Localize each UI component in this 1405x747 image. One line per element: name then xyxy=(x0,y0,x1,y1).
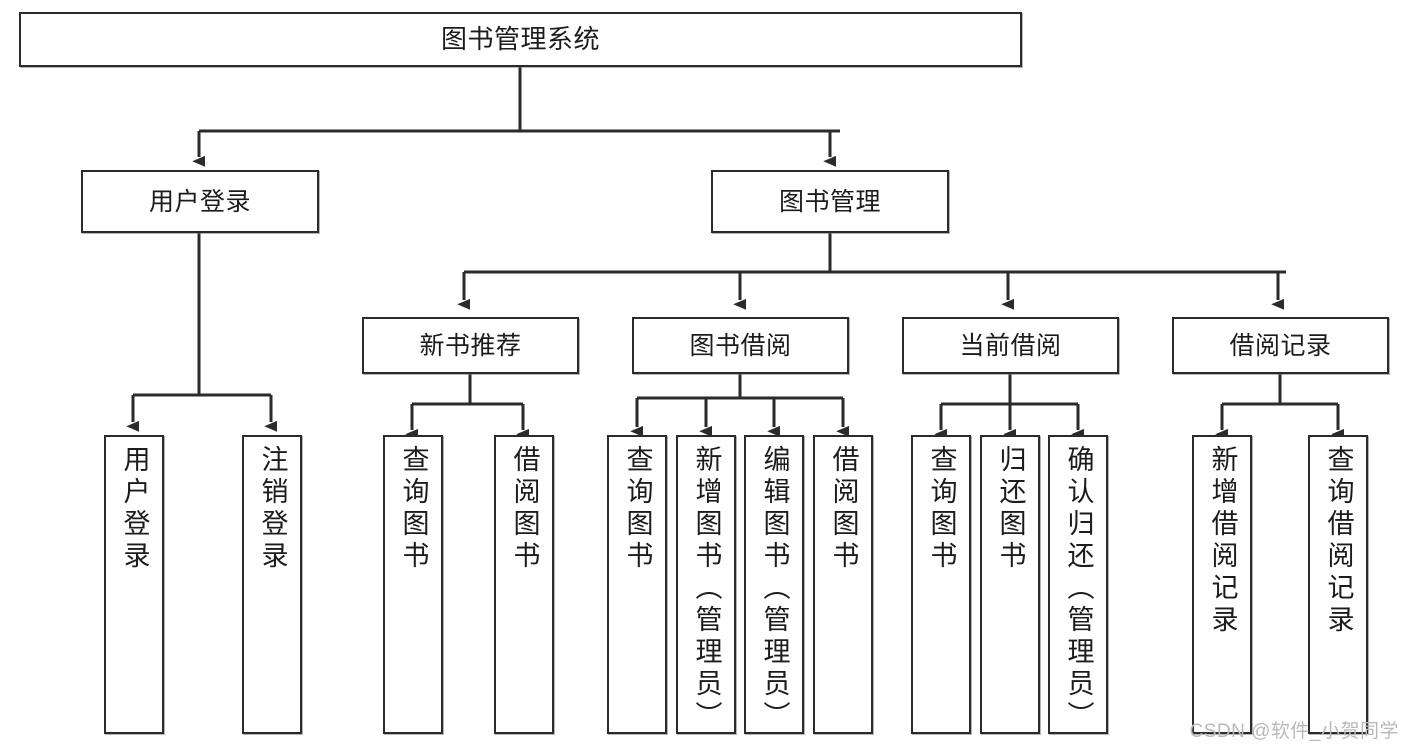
node-leaf-confirm-return-admin[interactable]: 确认归还（管理员） xyxy=(1048,435,1108,734)
node-leaf-borrow-book-1-label: 借阅图书 xyxy=(509,445,540,573)
node-leaf-query-book-3-label: 查询图书 xyxy=(926,445,957,573)
node-current-borrow-label: 当前借阅 xyxy=(959,331,1062,360)
node-leaf-confirm-return-admin-label: 确认归还（管理员） xyxy=(1063,445,1094,733)
node-current-borrow[interactable]: 当前借阅 xyxy=(902,317,1119,374)
node-root[interactable]: 图书管理系统 xyxy=(19,12,1022,67)
node-borrow-record-label: 借阅记录 xyxy=(1229,331,1332,360)
node-leaf-user-login[interactable]: 用户登录 xyxy=(104,435,164,734)
node-leaf-query-book-2[interactable]: 查询图书 xyxy=(607,435,667,734)
node-book-borrow-label: 图书借阅 xyxy=(689,331,792,360)
node-book-manage-label: 图书管理 xyxy=(778,187,881,216)
node-leaf-query-book-2-label: 查询图书 xyxy=(622,445,653,573)
node-leaf-add-book-admin[interactable]: 新增图书（管理员） xyxy=(676,435,736,734)
node-leaf-borrow-book-2[interactable]: 借阅图书 xyxy=(813,435,873,734)
node-leaf-add-borrow-record-label: 新增借阅记录 xyxy=(1207,445,1238,637)
node-leaf-query-book-3[interactable]: 查询图书 xyxy=(911,435,971,734)
node-new-book-recommend[interactable]: 新书推荐 xyxy=(362,317,579,374)
node-leaf-query-borrow-record-label: 查询借阅记录 xyxy=(1323,445,1354,637)
node-leaf-logout-label: 注销登录 xyxy=(257,445,288,573)
node-book-manage[interactable]: 图书管理 xyxy=(711,170,949,233)
node-new-book-recommend-label: 新书推荐 xyxy=(419,331,522,360)
node-user-login-label: 用户登录 xyxy=(148,187,251,216)
node-user-login[interactable]: 用户登录 xyxy=(81,170,319,233)
node-leaf-add-book-admin-label: 新增图书（管理员） xyxy=(691,445,722,733)
node-leaf-borrow-book-2-label: 借阅图书 xyxy=(828,445,859,573)
node-leaf-return-book[interactable]: 归还图书 xyxy=(980,435,1040,734)
node-borrow-record[interactable]: 借阅记录 xyxy=(1172,317,1389,374)
node-leaf-query-book-1-label: 查询图书 xyxy=(398,445,429,573)
node-leaf-query-borrow-record[interactable]: 查询借阅记录 xyxy=(1308,435,1368,734)
node-leaf-borrow-book-1[interactable]: 借阅图书 xyxy=(494,435,554,734)
watermark-text: CSDN @软件_小贺同学 xyxy=(1189,721,1399,742)
node-root-label: 图书管理系统 xyxy=(440,23,600,54)
node-leaf-edit-book-admin[interactable]: 编辑图书（管理员） xyxy=(744,435,804,734)
node-leaf-query-book-1[interactable]: 查询图书 xyxy=(383,435,443,734)
node-leaf-user-login-label: 用户登录 xyxy=(119,445,150,573)
node-leaf-logout[interactable]: 注销登录 xyxy=(242,435,302,734)
node-leaf-add-borrow-record[interactable]: 新增借阅记录 xyxy=(1192,435,1252,734)
node-leaf-return-book-label: 归还图书 xyxy=(995,445,1026,573)
node-book-borrow[interactable]: 图书借阅 xyxy=(632,317,849,374)
node-leaf-edit-book-admin-label: 编辑图书（管理员） xyxy=(759,445,790,733)
